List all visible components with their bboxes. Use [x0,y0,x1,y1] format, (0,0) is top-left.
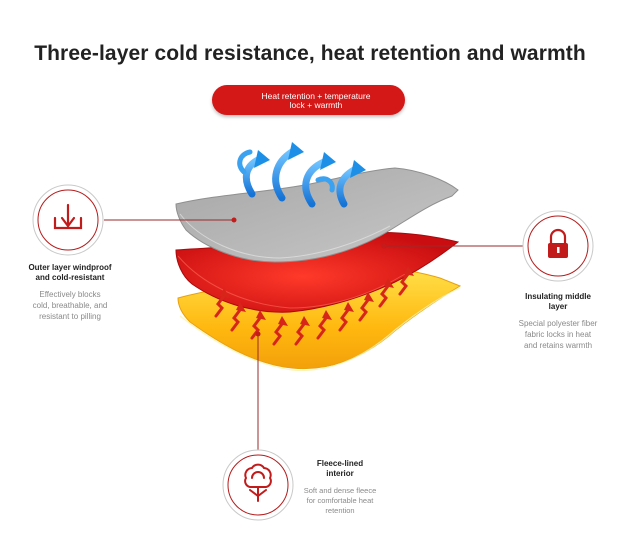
cotton-flower-icon [244,463,272,502]
outer-layer-description: Effectively blocks cold, breathable, and… [14,289,126,322]
inner-layer-desc-line-1: Soft and dense fleece [303,486,377,495]
cold-deflect-arrows [242,148,358,208]
feature-banner-text: Heat retention + temperature lock + warm… [246,92,386,110]
inner-layer-title: Fleece-lined interior [300,459,380,479]
middle-layer-desc-line-3: and retains warmth [523,341,593,350]
heat-arrow-heads [220,266,414,326]
heat-arrows [214,272,410,346]
inner-layer-icon-circle [222,449,294,521]
inner-layer-description: Soft and dense fleece for comfortable he… [288,486,392,516]
banner-line-2: lock + warmth [289,100,343,110]
arrow-down-into-cup-icon [53,203,83,230]
outer-layer-desc-line-3: resistant to pilling [39,312,101,321]
inner-layer-desc-line-3: retention [325,506,355,515]
connector-lines [104,217,526,452]
inner-layer-title-line-2: interior [326,469,354,478]
feature-banner [212,85,405,115]
middle-layer-title-line-2: layer [548,302,568,311]
middle-layer-title-line-1: Insulating middle [525,292,591,301]
page-title: Three-layer cold resistance, heat retent… [34,42,586,65]
inner-layer-desc-line-2: for comfortable heat [306,496,374,505]
outer-grey-layer [175,167,459,263]
outer-layer-desc-line-1: Effectively blocks [39,290,101,299]
outer-layer-desc-line-2: cold, breathable, and [32,301,108,310]
inner-layer-title-line-1: Fleece-lined [316,459,364,468]
outer-layer-title-line-2: and cold-resistant [35,273,105,282]
padlock-icon [548,228,568,258]
cold-arrow-heads [254,142,366,178]
middle-layer-desc-line-2: fabric locks in heat [524,330,592,339]
outer-layer-title-line-1: Outer layer windproof [28,263,112,272]
cold-arrow-swirls [237,149,335,193]
middle-layer-description: Special polyester fiber fabric locks in … [500,318,616,351]
middle-layer-desc-line-1: Special polyester fiber [518,319,598,328]
banner-line-1: Heat retention + temperature [261,91,371,101]
outer-layer-title: Outer layer windproof and cold-resistant [14,263,126,283]
middle-layer-title: Insulating middle layer [504,292,612,312]
